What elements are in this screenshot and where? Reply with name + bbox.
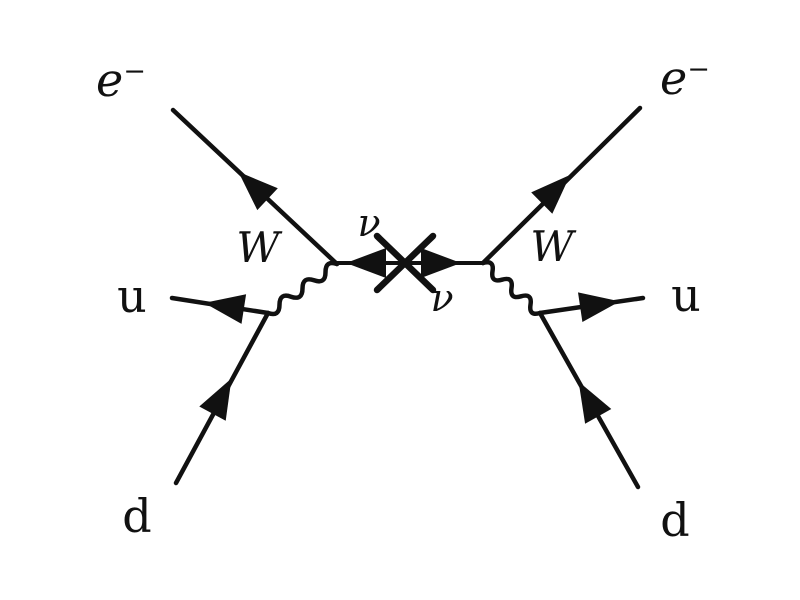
u-quark-arrow-right bbox=[578, 292, 620, 322]
electron-label-left: e− bbox=[96, 53, 146, 107]
u-quark-label-right: u bbox=[671, 268, 701, 322]
w-propagator-right bbox=[480, 260, 543, 317]
w-boson-label-left: W bbox=[236, 223, 283, 272]
d-quark-label-left: d bbox=[122, 489, 151, 543]
neutrino-label-upper: ν bbox=[357, 201, 380, 245]
neutrino-label-lower: ν bbox=[430, 276, 453, 320]
d-quark-arrow-right bbox=[578, 381, 612, 424]
electron-arrow-right bbox=[531, 174, 571, 214]
w-boson-label-right: W bbox=[530, 222, 577, 271]
u-quark-label-left: u bbox=[117, 269, 147, 323]
electron-label-right: e− bbox=[660, 51, 710, 105]
w-propagator-left bbox=[265, 260, 340, 317]
d-quark-arrow-left bbox=[199, 378, 232, 421]
electron-arrow-left bbox=[238, 171, 278, 211]
u-quark-arrow-left bbox=[204, 294, 247, 324]
neutrino-arrow-left bbox=[346, 248, 386, 278]
mass-insertion-cross-icon bbox=[373, 232, 437, 294]
d-quark-label-right: d bbox=[660, 493, 689, 547]
neutrino-arrow-right bbox=[421, 248, 461, 278]
